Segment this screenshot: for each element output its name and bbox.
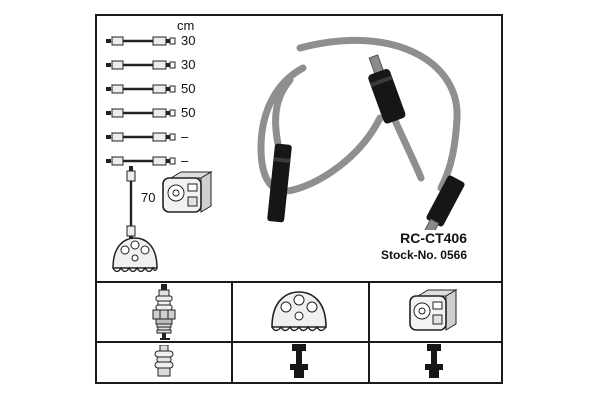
distributor-cap-icon — [267, 286, 331, 336]
product-stock-number: Stock-No. 0566 — [380, 248, 467, 262]
cable-row: – — [105, 150, 235, 174]
cable-length-label: 30 — [181, 33, 196, 48]
plug-connector-right — [422, 175, 465, 230]
product-block: RC-CT406 Stock-No. 0566 — [337, 230, 467, 262]
cable-row: 30 — [105, 54, 235, 78]
product-code: RC-CT406 — [400, 230, 467, 246]
cable-row: 50 — [105, 102, 235, 126]
grid-divider-vertical — [231, 281, 233, 382]
cable-length-label: – — [181, 153, 189, 168]
cable-row: – — [105, 126, 235, 150]
cable-length-label: – — [181, 129, 189, 144]
unit-label: cm — [177, 18, 195, 33]
wire-paths — [257, 36, 461, 195]
ignition-cable-icon — [105, 82, 177, 96]
cable-length-label: 30 — [181, 57, 196, 72]
grid-divider-vertical — [368, 281, 370, 382]
cable-length-label: 50 — [181, 81, 196, 96]
terminal-icon — [421, 344, 447, 378]
distributor-cap-icon — [109, 232, 161, 276]
wire-set-illustration — [245, 18, 499, 230]
spark-plug-icon — [147, 284, 181, 340]
coil-cable-length-label: 70 — [141, 190, 156, 205]
coil-boot — [368, 54, 406, 124]
ignition-cable-icon — [105, 130, 177, 144]
grid-divider-horizontal — [97, 341, 501, 343]
ignition-coil-icon — [159, 170, 217, 216]
cable-row: 50 — [105, 78, 235, 102]
diagram-frame: cm 30 30 50 50 — [95, 14, 503, 384]
grid-divider-horizontal — [97, 281, 501, 283]
ignition-cable-icon — [105, 58, 177, 72]
ignition-cable-icon — [105, 154, 177, 168]
plug-boot-left — [267, 143, 292, 223]
cable-row: 30 — [105, 30, 235, 54]
ignition-cable-icon — [105, 34, 177, 48]
boot-icon — [151, 345, 177, 377]
ignition-cable-icon — [105, 106, 177, 120]
ignition-coil-icon — [406, 288, 462, 334]
cable-length-label: 50 — [181, 105, 196, 120]
terminal-icon — [286, 344, 312, 378]
